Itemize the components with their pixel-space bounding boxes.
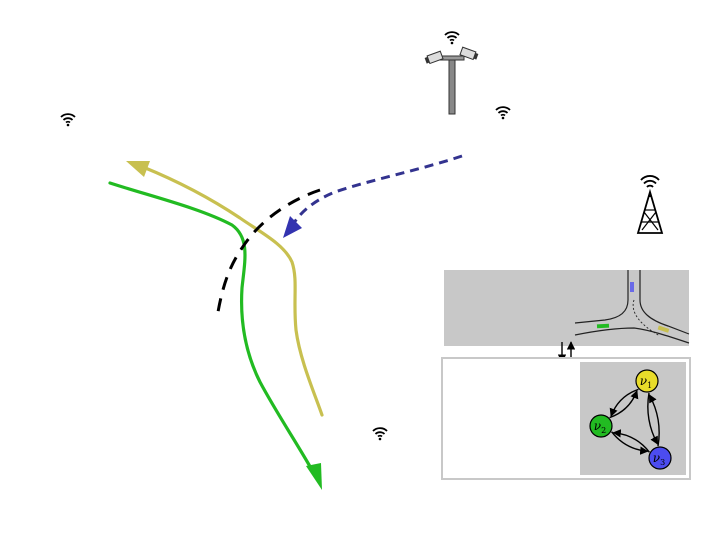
olive-arrowhead xyxy=(126,161,150,177)
vehicle-blue xyxy=(630,282,634,292)
blue-dashed-trajectory xyxy=(290,154,463,227)
graph-panel: ν1 ν2 ν3 xyxy=(441,357,691,480)
graph-nodes: ν1 ν2 ν3 xyxy=(589,369,672,470)
trajectories xyxy=(108,154,463,490)
wifi-icon xyxy=(495,106,511,120)
graph-edge-v3-v2 xyxy=(612,429,651,453)
road-map-panel xyxy=(444,270,690,346)
graph-node-v1: ν1 xyxy=(635,369,659,393)
graph-node-v3: ν3 xyxy=(648,446,672,470)
vehicle-green xyxy=(596,323,610,329)
olive-trajectory xyxy=(141,165,324,417)
camera-pole-icon xyxy=(424,31,479,115)
vehicle-olive xyxy=(657,325,670,333)
green-arrowhead xyxy=(306,463,322,490)
graph-node-label-v3: ν3 xyxy=(653,451,665,467)
graph-edges xyxy=(609,388,660,455)
graph-node-label-v1: ν1 xyxy=(640,374,652,390)
blue-arrowhead xyxy=(283,216,302,238)
graph-edge-v3-v1 xyxy=(648,394,660,447)
graph-edge-v2-v1 xyxy=(609,390,639,419)
wifi-icon xyxy=(60,113,76,127)
cell-tower-icon xyxy=(636,175,664,234)
graph-edge-v1-v3 xyxy=(647,392,659,445)
wifi-icon xyxy=(372,427,388,441)
dashed-boundary xyxy=(216,188,321,313)
graph-node-v2: ν2 xyxy=(589,414,613,438)
wifi-icon xyxy=(444,31,460,45)
green-trajectory xyxy=(108,181,314,472)
graph-node-label-v2: ν2 xyxy=(594,419,606,435)
